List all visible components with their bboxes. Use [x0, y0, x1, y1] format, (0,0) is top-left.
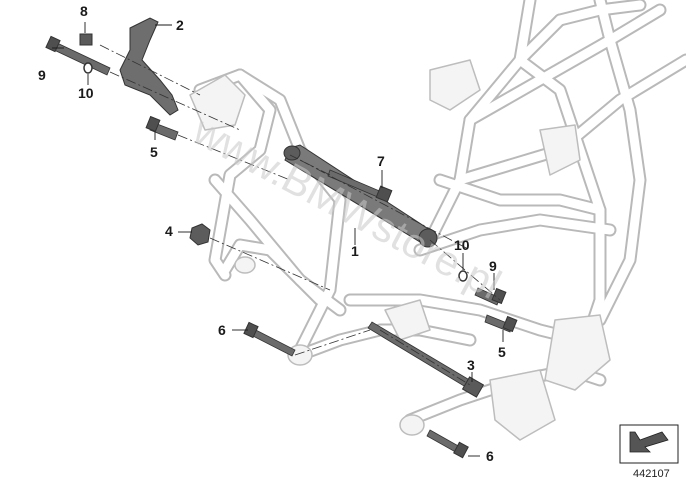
washer-part-10a [83, 62, 93, 74]
callout-2: 2 [176, 17, 184, 33]
callout-6: 6 [218, 322, 226, 338]
bolt-part-9a [51, 41, 111, 76]
view-direction-icon [619, 424, 679, 464]
callout-7: 7 [377, 153, 385, 169]
callout-9: 9 [489, 258, 497, 274]
leader-lines [52, 22, 504, 457]
bracket-part-2 [119, 17, 179, 116]
callout-10: 10 [454, 237, 470, 253]
motorcycle-frame [189, 0, 686, 441]
diagram-number: 442107 [633, 468, 670, 480]
callout-6: 6 [486, 448, 494, 464]
callout-1: 1 [351, 243, 359, 259]
callout-5: 5 [150, 144, 158, 160]
callout-labels: 8 2 9 10 5 7 4 1 10 9 6 5 3 6 [38, 3, 506, 464]
callout-3: 3 [467, 357, 475, 373]
callout-4: 4 [165, 223, 173, 239]
callout-9: 9 [38, 67, 46, 83]
callout-10: 10 [78, 85, 94, 101]
callout-8: 8 [80, 3, 88, 19]
nut-part-8 [79, 33, 93, 46]
callout-5: 5 [498, 344, 506, 360]
nut-part-4 [189, 223, 211, 246]
assembly-lines [99, 44, 501, 386]
washer-part-10b [458, 270, 468, 282]
